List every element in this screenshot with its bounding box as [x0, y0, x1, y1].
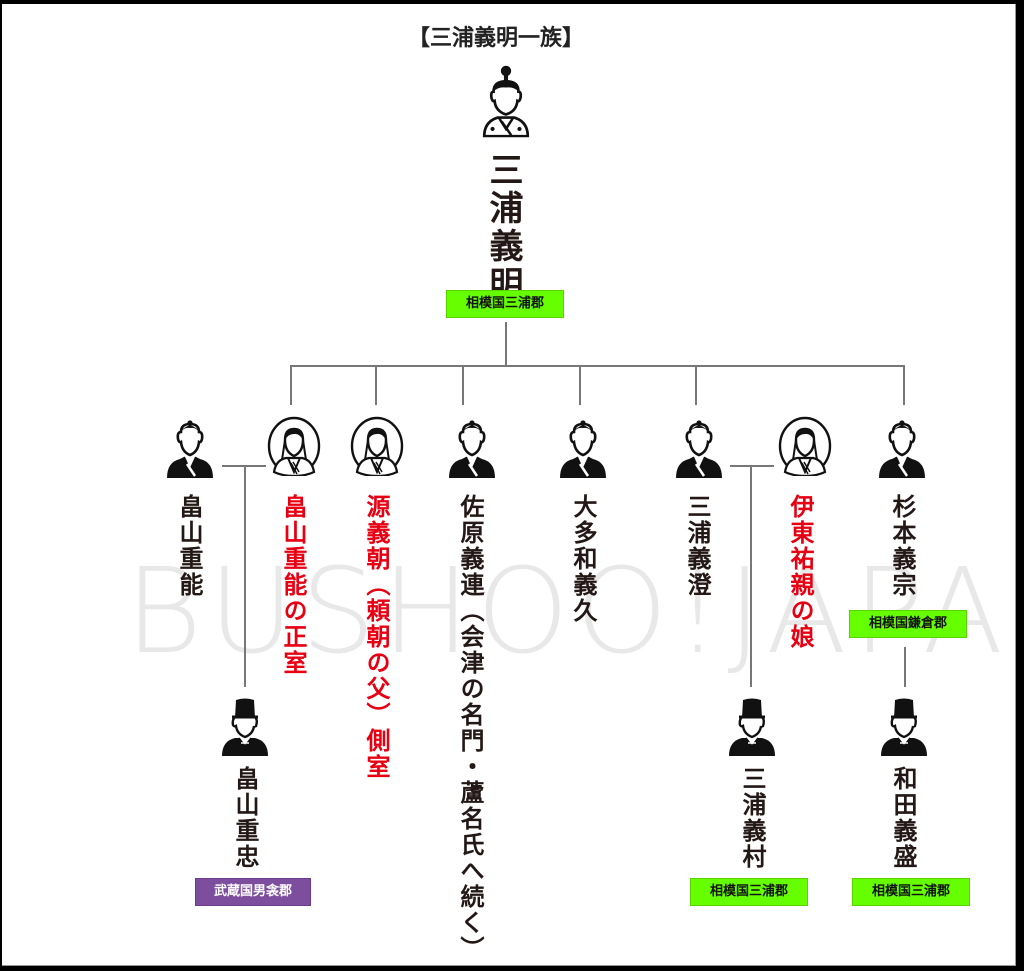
samurai-icon: [444, 418, 500, 478]
child-name: 杉本義宗: [888, 494, 917, 598]
child-name: 畠山重能: [175, 494, 204, 598]
eboshi-samurai-icon: [876, 696, 932, 756]
samurai-icon: [555, 418, 611, 478]
diagram-title: 【三浦義明一族】: [407, 25, 584, 51]
connector-children-bar: [290, 365, 905, 367]
child-name: 三浦義澄: [683, 494, 712, 598]
connector-child-3: [462, 365, 464, 405]
woman-halo-icon: [266, 416, 322, 476]
marriage-connector-miura: [730, 465, 774, 467]
connector-child-6: [903, 365, 905, 405]
samurai-topknot-icon: [477, 62, 535, 140]
region-badge: 相模国三浦郡: [852, 878, 970, 906]
child-name: 大多和義久: [569, 494, 598, 624]
connector-child-5: [695, 365, 697, 405]
woman-halo-icon: [349, 416, 405, 476]
child-name: 源義朝（頼朝の父）側室: [362, 494, 391, 780]
grandchild-name: 三浦義村: [738, 766, 767, 870]
region-badge: 武蔵国男衾郡: [195, 878, 311, 906]
samurai-icon: [671, 418, 727, 478]
region-badge: 相模国三浦郡: [690, 878, 808, 906]
samurai-icon: [874, 418, 930, 478]
child-name: 伊東祐親の娘: [786, 494, 815, 650]
family-tree-canvas: BUSHOO!JAPAN 【三浦義明一族】 三浦義明 相模国三浦郡 畠山重能 畠…: [2, 4, 1016, 966]
connector-to-yoshimori: [904, 647, 906, 687]
connector-root-down: [505, 322, 507, 365]
connector-child-2: [375, 365, 377, 405]
samurai-icon: [162, 418, 218, 478]
root-region-badge: 相模国三浦郡: [446, 290, 564, 318]
region-badge: 相模国鎌倉郡: [849, 610, 967, 638]
grandchild-name: 和田義盛: [889, 766, 918, 870]
woman-halo-icon: [777, 416, 833, 476]
root-name: 三浦義明: [483, 152, 523, 304]
grandchild-name: 畠山重忠: [231, 766, 260, 870]
eboshi-samurai-icon: [217, 696, 273, 756]
connector-child-4: [579, 365, 581, 405]
connector-to-shigetada: [244, 465, 246, 687]
connector-to-yoshimura: [750, 465, 752, 687]
connector-child-1: [290, 365, 292, 405]
child-name: 畠山重能の正室: [279, 494, 308, 676]
child-name: 佐原義連（会津の名門・蘆名氏へ続く）: [456, 494, 485, 962]
eboshi-samurai-icon: [724, 696, 780, 756]
